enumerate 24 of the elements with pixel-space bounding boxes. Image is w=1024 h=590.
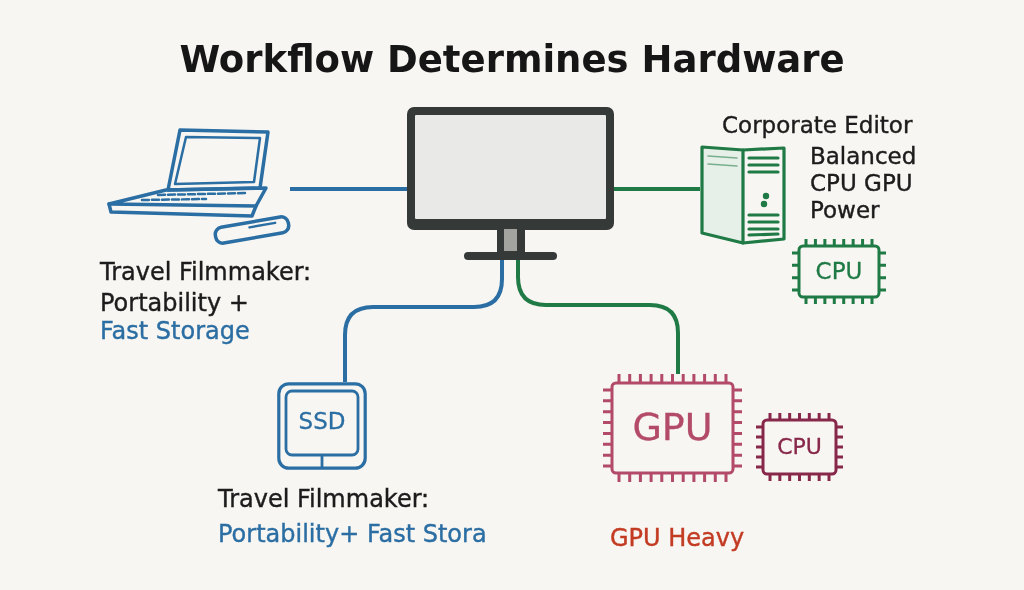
caption-text: Corporate Editor [722,111,913,139]
diagram-title: Workflow Determines Hardware [179,38,845,82]
chip-label: CPU [815,258,863,285]
drive-label: SSD [298,409,346,435]
connector-line [343,260,504,382]
connector-line [290,187,407,191]
monitor-illustration [407,107,614,260]
processor-chip [756,413,843,481]
caption-text: Balanced CPU GPU Power [810,143,918,224]
caption-text: GPU Heavy [610,524,745,552]
processor-chip [792,239,886,304]
connector-line [516,260,680,374]
caption-text: Portability + [100,289,249,317]
storage-drive [277,382,367,470]
connector-line [614,187,700,191]
caption-text: Portability+ Fast Stora [218,520,487,548]
caption-text: Fast Storage [100,317,250,345]
chip-label: CPU [777,434,822,460]
processor-chip [603,374,742,482]
caption-text: Travel Filmmaker: [100,258,312,286]
chip-label: GPU [632,407,713,449]
desktop-tower-illustration [700,144,787,246]
caption-text: Travel Filmmaker: [218,485,430,513]
laptop-illustration [106,126,290,246]
